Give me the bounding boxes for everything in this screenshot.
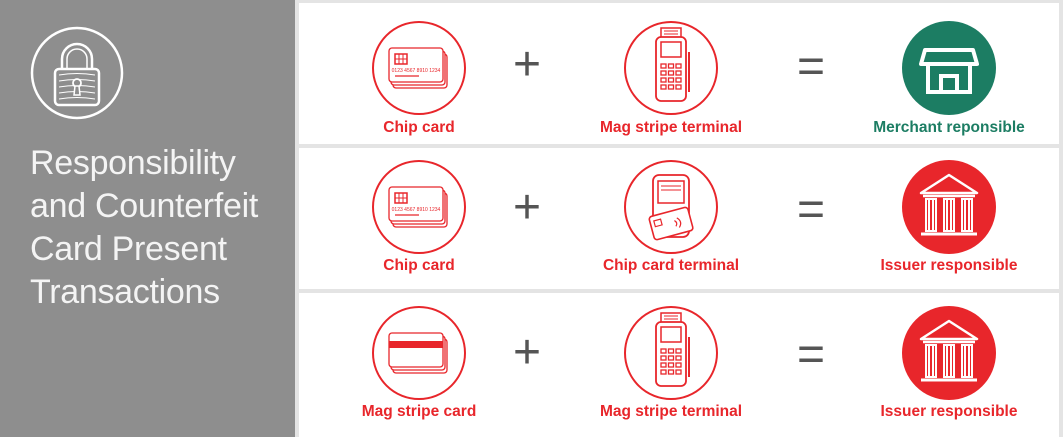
result-label: Issuer responsible (880, 257, 1018, 274)
card-label: Mag stripe card (361, 403, 477, 420)
card-number: 0123 4567 8910 1234 (392, 68, 441, 74)
row-mag-card-mag-terminal: Mag stripe card + (299, 293, 1059, 437)
terminal-label: Mag stripe terminal (599, 119, 743, 136)
chip-card-icon: 0123 4567 8910 1234 (372, 160, 466, 254)
equals-operator: = (796, 328, 826, 381)
plus-operator: + (512, 181, 542, 234)
card-cell: 0123 4567 8910 1234 Chip card (299, 148, 539, 289)
result-label: Issuer responsible (880, 403, 1018, 420)
bank-icon (902, 160, 996, 254)
title-line: Transactions (30, 273, 220, 311)
plus-operator: + (512, 38, 542, 91)
result-cell: Merchant reponsible (829, 3, 1063, 144)
chip-card-icon: 0123 4567 8910 1234 (372, 21, 466, 115)
mag-stripe-card-icon (372, 306, 466, 400)
terminal-label: Mag stripe terminal (599, 403, 743, 420)
equals-operator: = (796, 183, 826, 236)
lock-icon (30, 26, 124, 120)
title-line: Responsibility (30, 144, 236, 182)
card-label: Chip card (383, 257, 455, 274)
bank-icon (902, 306, 996, 400)
terminal-cell: Mag stripe terminal (551, 3, 791, 144)
result-cell: Issuer responsible (829, 148, 1063, 289)
title-line: and Counterfeit (30, 187, 258, 225)
title-line: Card Present (30, 230, 227, 268)
chip-card-terminal-icon (624, 160, 718, 254)
card-label: Chip card (383, 119, 455, 136)
terminal-label: Chip card terminal (602, 257, 740, 274)
mag-stripe-terminal-icon (624, 21, 718, 115)
result-cell: Issuer responsible (829, 293, 1063, 437)
responsibility-grid: 0123 4567 8910 1234 Chip card + (295, 0, 1063, 437)
card-cell: Mag stripe card (299, 293, 539, 437)
plus-operator: + (512, 326, 542, 379)
card-number: 0123 4567 8910 1234 (392, 207, 441, 213)
terminal-cell: Mag stripe terminal (551, 293, 791, 437)
equals-operator: = (796, 40, 826, 93)
card-cell: 0123 4567 8910 1234 Chip card (299, 3, 539, 144)
title-panel: Responsibility and Counterfeit Card Pres… (0, 0, 295, 437)
row-chip-card-mag-terminal: 0123 4567 8910 1234 Chip card + (299, 3, 1059, 144)
row-chip-card-chip-terminal: 0123 4567 8910 1234 Chip card + (299, 148, 1059, 289)
mag-stripe-terminal-icon (624, 306, 718, 400)
page-title: Responsibility and Counterfeit Card Pres… (30, 142, 292, 314)
terminal-cell: Chip card terminal (551, 148, 791, 289)
result-label: Merchant reponsible (873, 119, 1025, 136)
store-icon (902, 21, 996, 115)
